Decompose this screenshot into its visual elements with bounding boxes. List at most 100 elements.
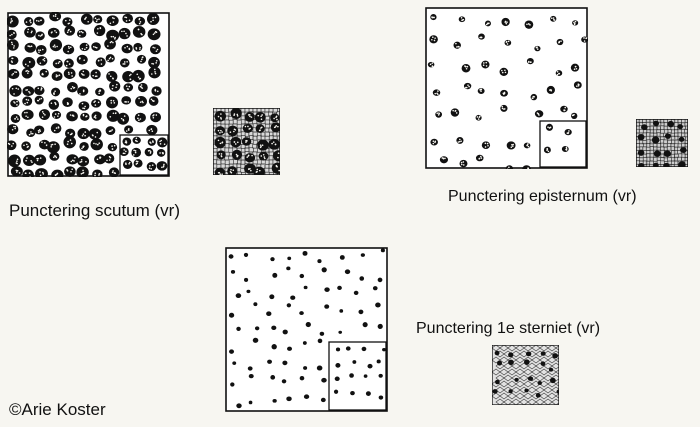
- puncture-fine: [360, 253, 365, 257]
- texture-cell: [671, 157, 676, 162]
- texture-cell: [252, 151, 257, 157]
- stipple-mark: [438, 112, 441, 115]
- stipple-mark: [125, 85, 128, 87]
- scutum-surface-detail: [213, 108, 280, 175]
- stipple-mark: [83, 59, 85, 61]
- stipple-mark: [107, 59, 109, 62]
- stipple-mark: [109, 56, 112, 59]
- scale-texture: [551, 386, 559, 394]
- stipple-mark: [221, 131, 223, 133]
- stipple-mark: [70, 170, 72, 173]
- stipple-mark: [434, 140, 437, 143]
- puncture-large: [93, 24, 106, 37]
- stipple-mark: [162, 165, 165, 167]
- texture-cell: [643, 142, 648, 147]
- stipple-mark: [552, 17, 555, 19]
- stipple-mark: [466, 65, 469, 68]
- stipple-mark: [69, 30, 72, 33]
- texture-cell: [674, 135, 679, 140]
- inset-frame: [119, 134, 169, 176]
- stipple-mark: [217, 129, 220, 132]
- stipple-mark: [40, 34, 43, 37]
- puncture-fine: [365, 391, 371, 396]
- stipple-mark: [476, 116, 479, 118]
- stipple-mark: [148, 129, 151, 132]
- stipple-mark: [220, 113, 222, 115]
- stipple-mark: [502, 92, 505, 95]
- stipple-mark: [152, 16, 154, 19]
- puncture-fine: [316, 365, 323, 371]
- stipple-mark: [111, 148, 114, 150]
- stipple-mark: [12, 142, 15, 145]
- stipple-mark: [432, 142, 435, 145]
- texture-cell: [248, 108, 254, 113]
- stipple-mark: [130, 73, 132, 76]
- stipple-mark: [150, 20, 152, 23]
- puncture-large: [150, 44, 161, 55]
- puncture-medium: [678, 161, 686, 167]
- stipple-mark: [40, 97, 43, 100]
- stipple-mark: [54, 103, 57, 106]
- stipple-mark: [54, 174, 57, 176]
- puncture-medium: [506, 141, 516, 150]
- stipple-mark: [109, 116, 112, 118]
- puncture-large: [22, 169, 34, 177]
- stipple-mark: [576, 85, 578, 87]
- puncture-fine: [359, 276, 365, 281]
- stipple-mark: [504, 21, 507, 23]
- stipple-mark: [436, 112, 439, 115]
- stipple-mark: [58, 61, 61, 63]
- texture-cell: [646, 157, 651, 162]
- stipple-mark: [39, 174, 42, 177]
- stipple-mark: [25, 21, 28, 23]
- stipple-mark: [234, 143, 237, 145]
- stipple-mark: [232, 169, 235, 172]
- stipple-mark: [68, 19, 71, 21]
- puncture-large: [241, 137, 252, 146]
- stipple-mark: [460, 16, 463, 19]
- stipple-mark: [28, 45, 30, 48]
- stipple-mark: [54, 29, 56, 32]
- puncture-medium: [430, 138, 438, 146]
- stipple-mark: [454, 109, 457, 112]
- puncture-fine: [556, 389, 559, 394]
- puncture-fine: [246, 289, 251, 294]
- stipple-mark: [139, 48, 141, 50]
- puncture-fine: [272, 398, 277, 403]
- stipple-mark: [220, 118, 223, 120]
- stipple-mark: [151, 130, 154, 133]
- puncture-large: [109, 80, 121, 92]
- stipple-mark: [462, 161, 465, 163]
- puncture-fine: [495, 379, 500, 385]
- stipple-mark: [93, 142, 95, 145]
- stipple-mark: [546, 147, 549, 150]
- stipple-mark: [478, 157, 481, 160]
- stipple-mark: [458, 140, 461, 143]
- puncture-medium: [561, 146, 569, 153]
- puncture-large: [133, 159, 143, 168]
- puncture-large: [8, 55, 19, 65]
- stipple-mark: [82, 169, 84, 172]
- stipple-mark: [459, 138, 461, 141]
- stipple-mark: [96, 18, 98, 21]
- stipple-mark: [27, 65, 29, 67]
- stipple-mark: [55, 127, 58, 129]
- puncture-fine: [228, 312, 235, 318]
- stipple-mark: [573, 23, 576, 26]
- stipple-mark: [230, 168, 232, 171]
- stipple-mark: [26, 111, 28, 114]
- stipple-mark: [112, 41, 114, 44]
- stipple-mark: [30, 132, 32, 135]
- stipple-mark: [276, 166, 278, 168]
- stipple-mark: [9, 21, 12, 24]
- stipple-mark: [571, 114, 574, 117]
- texture-cell: [216, 159, 221, 165]
- stipple-mark: [217, 115, 220, 118]
- stipple-mark: [54, 15, 57, 17]
- stipple-mark: [141, 58, 143, 61]
- texture-cell: [252, 108, 257, 113]
- stipple-mark: [124, 47, 126, 49]
- puncture-fine: [514, 377, 519, 382]
- puncture-fine: [335, 363, 341, 368]
- stipple-mark: [565, 146, 568, 149]
